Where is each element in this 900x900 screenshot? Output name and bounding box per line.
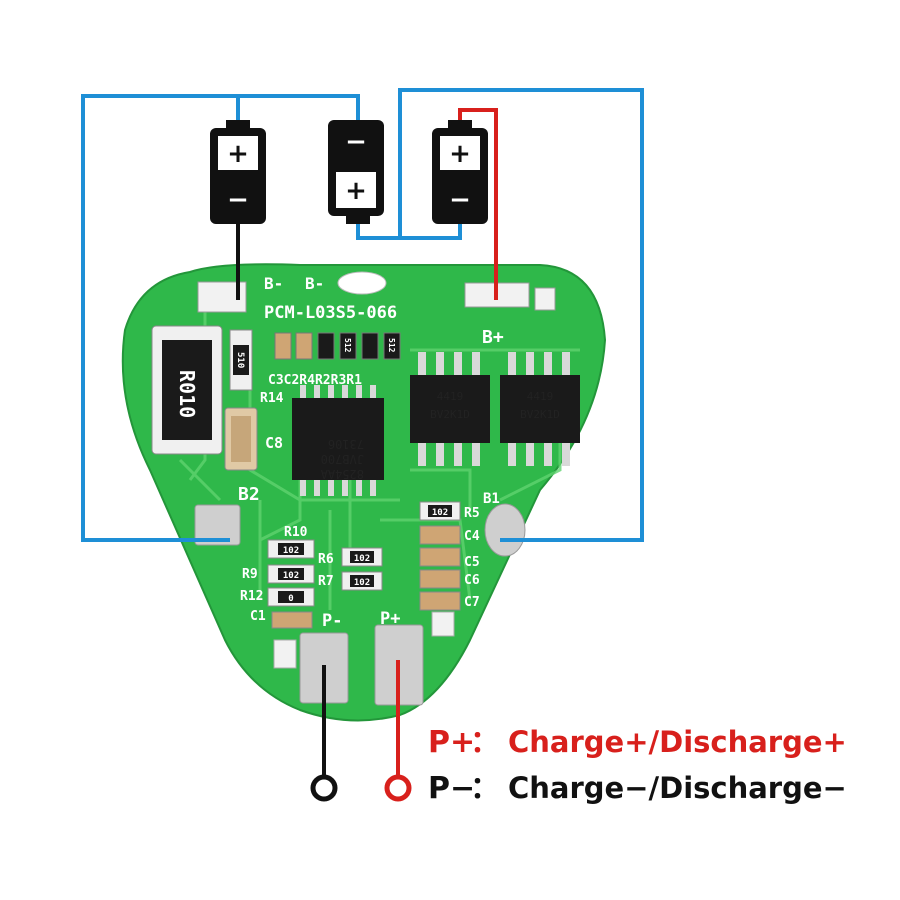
legend-pplus-term: P+ (428, 725, 475, 760)
label-c1-left: C1 (250, 609, 266, 624)
wire-bat3-positive (458, 108, 498, 300)
legend-pplus-desc: Charge+/Discharge+ (508, 725, 847, 759)
label-c5: C5 (464, 555, 480, 570)
r6-value: 102 (354, 554, 370, 564)
blue-wires (81, 88, 644, 542)
battery-2-top-sign: − (345, 127, 367, 157)
battery-3-top-cell (440, 136, 480, 170)
right-column-components (419, 501, 461, 611)
legend-pplus-colon: ： (470, 725, 500, 760)
legend-pminus-term: P− (428, 771, 475, 806)
b2-solder-pad (194, 504, 241, 546)
ic-marking-1: 8254AA (320, 467, 364, 481)
resistor-510-body (233, 345, 249, 375)
label-b-minus-2: B- (305, 274, 324, 293)
p-plus-notch (431, 611, 455, 637)
battery-1-top-sign: + (227, 139, 249, 169)
battery-2-bottom-cell (336, 172, 376, 208)
label-r14: R14 (260, 391, 284, 406)
battery-1-top-cell (218, 136, 258, 170)
battery-1: + − (210, 120, 266, 224)
wire-bat2-bat3 (356, 222, 462, 240)
protection-ic-body (292, 398, 384, 480)
label-r6: R6 (318, 552, 334, 567)
legend-pminus-colon: ： (470, 771, 500, 806)
left-lower-components (267, 539, 315, 629)
label-b-minus-1: B- (264, 274, 283, 293)
label-top-row: C3C2R4R2R3R1 (268, 373, 362, 388)
label-c7: C7 (464, 595, 480, 610)
label-r10: R10 (284, 525, 308, 540)
middle-lower-components (341, 547, 383, 591)
label-r7: R7 (318, 574, 334, 589)
label-c4: C4 (464, 529, 480, 544)
label-p-minus: P- (322, 611, 342, 631)
label-b-plus: B+ (482, 327, 504, 348)
r9-value: 102 (283, 571, 299, 581)
legend: P+ ： Charge+/Discharge+ P− ： Charge−/Dis… (428, 725, 847, 806)
label-b1: B1 (483, 491, 500, 507)
label-r9: R9 (242, 567, 258, 582)
r7-value: 102 (354, 578, 370, 588)
red-wires (396, 108, 498, 780)
connector-b-plus-tab (534, 287, 556, 311)
p-minus-notch (273, 639, 297, 669)
mosfet-1-line1: 4419 (437, 390, 464, 403)
resistor-510-marking: 510 (235, 352, 245, 368)
wire-top-bar-bat2 (238, 94, 360, 122)
wire-right-loop (398, 88, 644, 542)
mosfet-2 (500, 352, 580, 466)
capacitor-c8-body (231, 416, 251, 462)
small-512-b: 512 (387, 338, 396, 353)
battery-2-bottom-sign: + (345, 176, 367, 206)
board-mount-hole (337, 271, 387, 295)
pcb-board: R010 510 512 512 (121, 263, 607, 722)
ic-marking-3: 73106 (328, 437, 364, 451)
top-row-components (274, 332, 401, 360)
mosfet-2-line1: 4419 (527, 390, 554, 403)
battery-1-bottom-sign: − (227, 185, 249, 215)
label-r5: R5 (464, 506, 480, 521)
mosfet-1 (410, 352, 490, 466)
r12-value: 0 (288, 594, 293, 604)
p-plus-terminal (384, 774, 412, 802)
mosfet-1-line2: BV2K1D (430, 408, 470, 421)
label-model: PCM-L03S5-066 (264, 303, 397, 323)
ic-marking-2: JVB700 (321, 452, 364, 466)
legend-pminus-desc: Charge−/Discharge− (508, 771, 847, 805)
mosfet-2-line2: BV2K1D (520, 408, 560, 421)
label-r12: R12 (240, 589, 263, 604)
r5-value: 102 (432, 508, 448, 518)
label-c6: C6 (464, 573, 480, 588)
label-b2: B2 (238, 484, 260, 505)
battery-3-bottom-sign: − (449, 185, 471, 215)
black-wires (236, 222, 326, 780)
protection-ic (292, 385, 384, 496)
shunt-marking: R010 (175, 370, 199, 418)
wire-bat1-bat2 (81, 94, 240, 542)
small-512-a: 512 (343, 338, 352, 353)
battery-2: − + (328, 120, 384, 224)
label-c8: C8 (265, 434, 283, 452)
label-p-plus: P+ (380, 609, 400, 629)
r10-value: 102 (283, 546, 299, 556)
battery-3-top-sign: + (449, 139, 471, 169)
battery-3: + − (432, 120, 488, 224)
b1-solder-pad (484, 503, 526, 557)
shunt-resistor-body (162, 340, 212, 440)
p-minus-terminal (310, 774, 338, 802)
